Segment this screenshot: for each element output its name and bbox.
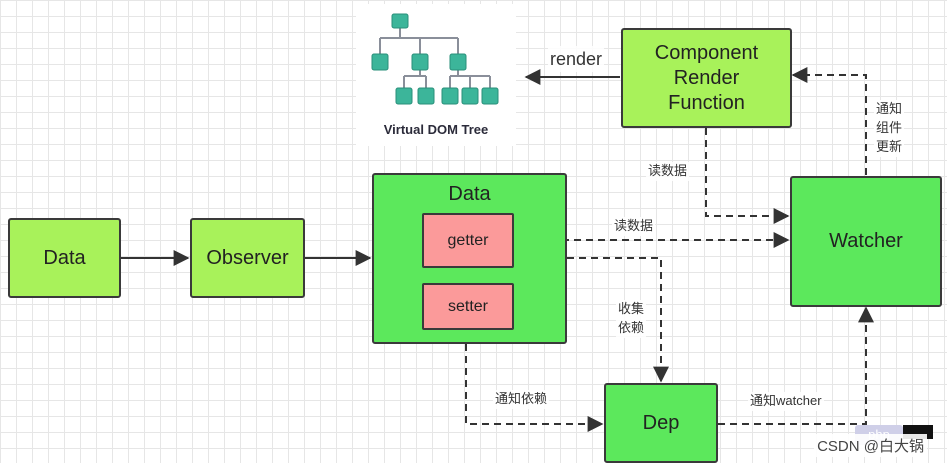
setter-node: setter: [422, 283, 514, 330]
virtual-dom-tree-icon: [371, 13, 499, 105]
virtual-dom-tree-panel: Virtual DOM Tree: [356, 4, 516, 146]
csdn-watermark: CSDN @白大锅: [814, 434, 927, 457]
arrow-notify-deps: [465, 344, 604, 432]
virtual-dom-tree-title: Virtual DOM Tree: [383, 122, 489, 137]
collect-deps-label: 收集 依赖: [616, 300, 647, 338]
dep-node: Dep: [604, 383, 718, 463]
arrow-collect-deps: [567, 257, 669, 383]
data-source-node: Data: [8, 218, 121, 298]
notify-update-line-3: 更新: [876, 138, 903, 154]
getter-node: getter: [422, 213, 514, 268]
data-container-label: Data: [448, 183, 491, 205]
read-data-top-label: 读数据: [646, 162, 690, 181]
component-render-line-1: Component: [654, 41, 759, 64]
read-data-mid-label: 读数据: [612, 217, 656, 236]
dep-label: Dep: [642, 411, 680, 434]
arrow-notify-update: [791, 67, 867, 175]
notify-update-line-2: 组件: [876, 119, 903, 135]
observer-label: Observer: [206, 246, 289, 269]
notify-update-label: 通知 组件 更新: [874, 100, 905, 157]
render-edge-label: render: [548, 46, 605, 73]
observer-node: Observer: [190, 218, 305, 298]
watcher-label: Watcher: [829, 230, 903, 252]
getter-label: getter: [447, 231, 489, 249]
component-render-line-3: Function: [668, 91, 745, 114]
component-render-line-2: Render: [673, 66, 740, 89]
component-render-function-node: Component Render Function: [621, 28, 792, 128]
arrow-notify-watcher: [718, 306, 874, 425]
watcher-node: Watcher: [790, 176, 942, 307]
notify-update-line-1: 通知: [876, 101, 903, 116]
notify-watcher-label: 通知watcher: [748, 392, 824, 411]
arrow-read-data-top: [705, 128, 790, 224]
collect-deps-line-1: 收集: [618, 301, 645, 316]
collect-deps-line-2: 依赖: [618, 319, 645, 335]
data-source-label: Data: [43, 246, 86, 269]
notify-deps-label: 通知依赖: [493, 390, 550, 409]
setter-label: setter: [447, 297, 488, 315]
